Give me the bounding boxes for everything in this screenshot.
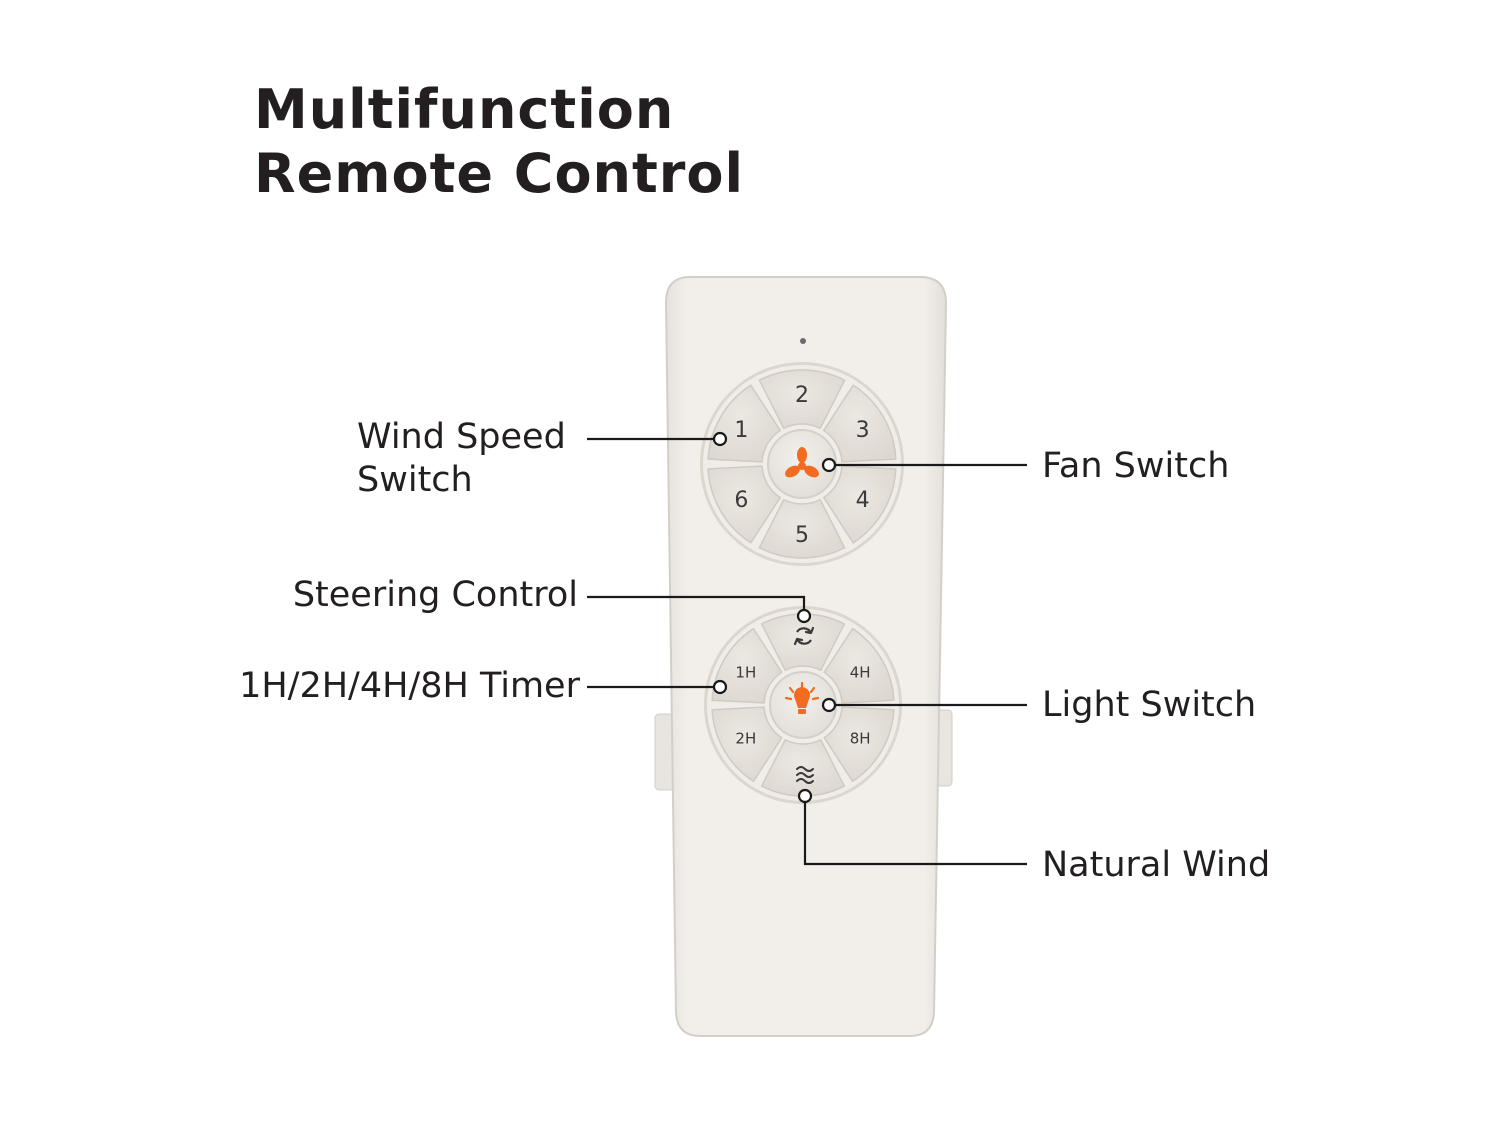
wind-speed-key-3[interactable] xyxy=(823,384,897,463)
timer-key-label-1H: 1H xyxy=(735,663,756,681)
leader-steering xyxy=(587,595,806,610)
callout-lines xyxy=(587,431,1027,866)
wind-speed-key-label-5: 5 xyxy=(795,523,809,548)
timer-key-label-2H: 2H xyxy=(735,729,756,747)
wind-speed-key-label-3: 3 xyxy=(856,418,870,443)
steering-control-key[interactable] xyxy=(760,613,846,672)
timer-key-label-4H: 4H xyxy=(850,663,871,681)
timer-key-8H[interactable] xyxy=(823,706,895,783)
label-fan-switch: Fan Switch xyxy=(1042,446,1230,486)
label-timer: 1H/2H/4H/8H Timer xyxy=(239,666,580,706)
wind-speed-key-1[interactable] xyxy=(707,384,781,463)
label-natural-wind: Natural Wind xyxy=(1042,845,1271,885)
label-wind-speed-line-2: Switch xyxy=(357,460,473,500)
anchor-natural-wind xyxy=(797,788,813,804)
wind-speed-key-2[interactable] xyxy=(758,369,846,430)
anchor-timer xyxy=(712,679,728,695)
label-wind-speed-line-1: Wind Speed xyxy=(357,417,566,457)
wind-speed-key-label-2: 2 xyxy=(795,383,809,408)
timer-key-label-8H: 8H xyxy=(850,729,871,747)
wind-speed-key-label-4: 4 xyxy=(856,488,870,513)
label-wind-speed-switch: Wind Speed Switch xyxy=(357,416,566,502)
wind-speed-key-label-1: 1 xyxy=(734,418,748,443)
anchor-light-switch xyxy=(821,697,837,713)
fan-icon xyxy=(785,447,819,478)
timer-key-2H[interactable] xyxy=(711,706,783,783)
wind-speed-key-label-6: 6 xyxy=(734,488,748,513)
wind-speed-key-6[interactable] xyxy=(707,465,781,544)
page-title: Multifunction Remote Control xyxy=(254,78,744,206)
anchor-steering xyxy=(796,608,812,624)
wind-speed-key-4[interactable] xyxy=(823,465,897,544)
label-steering-control: Steering Control xyxy=(292,575,578,615)
timer-key-1H[interactable] xyxy=(711,627,783,704)
light-bulb-icon xyxy=(784,681,820,714)
indicator-dot xyxy=(800,338,806,344)
anchor-fan-switch xyxy=(821,457,837,473)
anchor-wind-speed xyxy=(712,431,728,447)
title-line-1: Multifunction xyxy=(254,78,675,141)
timer-key-4H[interactable] xyxy=(823,627,895,704)
natural-wind-icon xyxy=(796,766,814,784)
steering-arrows-icon xyxy=(793,626,815,646)
wind-speed-key-5[interactable] xyxy=(758,498,846,559)
leader-natural-wind xyxy=(803,802,1027,866)
label-light-switch: Light Switch xyxy=(1042,685,1257,725)
title-line-2: Remote Control xyxy=(254,142,745,205)
